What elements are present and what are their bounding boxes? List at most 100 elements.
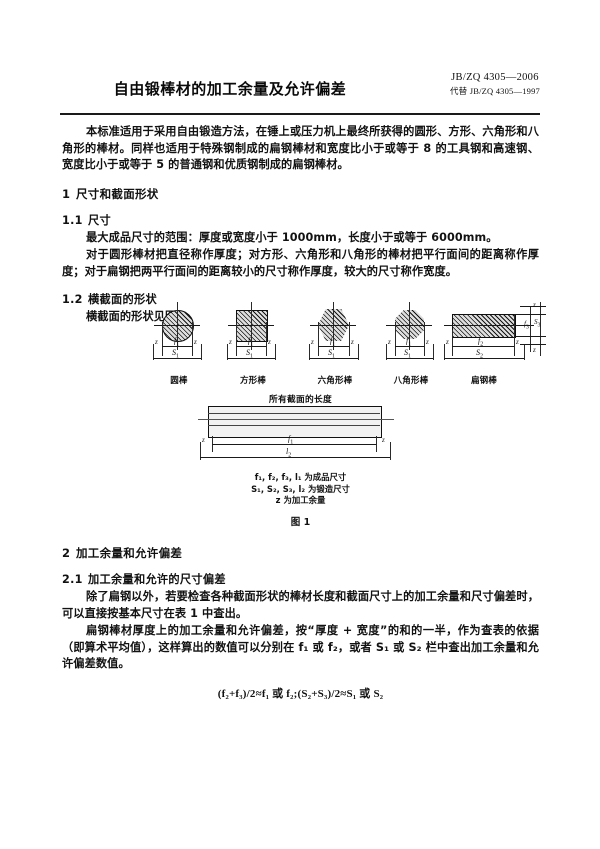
long-bar-ext-far-left: [200, 442, 201, 460]
square-bar-centerline-v: [251, 302, 252, 350]
section-1-1-title: 尺寸: [88, 213, 111, 227]
flat-bar-label-f3: f3: [524, 320, 529, 331]
hexagon-bar-centerline-v: [333, 302, 334, 350]
flat-bar-vdim-s3: [540, 302, 541, 356]
section-1-1-paragraph-2: 对于圆形棒材把直径称作厚度；对方形、六角形和八角形的棒材把平行面间的距离称作厚度…: [62, 248, 539, 278]
flat-bar-label-z-left: z: [446, 338, 449, 346]
hexagon-bar-ext-right: [349, 322, 350, 356]
hexagon-bar-centerline-h: [310, 325, 356, 326]
octagon-bar-caption: 八角形棒: [393, 376, 429, 386]
round-bar-ext-left: [162, 322, 163, 356]
document-body: 本标准适用于采用自由锻造方法，在锤上或压力机上最终所获得的圆形、方形、六角形和八…: [62, 124, 539, 326]
octagon-bar-centerline-v: [409, 302, 410, 350]
cross-section-shapes-row: f1 S1 z z 圆棒 f1: [142, 300, 546, 386]
figure-1: f1 S1 z z 圆棒 f1: [62, 300, 546, 536]
octagon-bar-label-s: S1: [404, 348, 411, 360]
flat-bar-tick-top: [514, 314, 546, 315]
flat-bar-tick-top-outer: [520, 306, 546, 307]
round-bar-caption: 圆棒: [170, 376, 188, 386]
flat-bar-icon: [452, 314, 516, 338]
round-bar-icon: [162, 310, 194, 342]
shape-octagon-bar: f1 S1 z z 八角形棒: [374, 300, 448, 392]
section-1-2-title: 横截面的形状: [88, 292, 157, 306]
section-1-number: 1: [62, 186, 71, 201]
flat-bar-ext-far-left: [444, 344, 445, 360]
formula-line: (f₂+f₃)/2≈f₁ 或 f₂;(S₂+S₃)/2≈S₁ 或 S₂: [217, 687, 384, 700]
header-rule: [60, 113, 540, 115]
round-bar-ext-far-left: [153, 344, 154, 360]
hexagon-bar-dim-s: [309, 358, 358, 359]
hexagon-bar-label-f: f1: [330, 336, 336, 348]
square-bar-ext-right: [266, 322, 267, 356]
round-bar-dim-s: [153, 358, 201, 359]
square-bar-dim-f: [236, 346, 266, 347]
hexagon-bar-ext-far-left: [309, 344, 310, 360]
flat-bar-centerline-h: [444, 325, 534, 326]
standard-replaces: 代替 JB/ZQ 4305—1997: [449, 86, 540, 97]
square-bar-dim-s: [227, 358, 275, 359]
flat-bar-dim-s2: [444, 358, 524, 359]
square-bar-ext-far-left: [227, 344, 228, 360]
flat-bar-vdim-f3: [530, 306, 531, 352]
flat-bar-label-z-top: z: [533, 301, 536, 309]
long-bar-inner-line-2: [208, 425, 380, 426]
square-bar-ext-far-right: [275, 344, 276, 360]
legend-line-3: z 为加工余量: [275, 495, 326, 505]
shape-square-bar: f1 S1 z z 方形棒: [216, 300, 290, 392]
octagon-bar-label-z-left: z: [388, 338, 391, 346]
long-bar-dim-l1: [212, 444, 376, 445]
flat-bar-tick-bottom: [514, 336, 546, 337]
octagon-bar-ext-far-left: [386, 344, 387, 360]
square-bar-label-z-right: z: [268, 338, 271, 346]
octagon-bar-dim-f: [395, 346, 424, 347]
round-bar-label-z-right: z: [194, 338, 197, 346]
square-bar-caption: 方形棒: [239, 376, 267, 386]
round-bar-label-z-left: z: [155, 338, 158, 346]
long-bar-body: [208, 406, 382, 438]
shape-flat-bar: f2 S2 z z f3: [442, 300, 552, 392]
square-bar-centerline-h: [228, 325, 274, 326]
long-bar-centerline: [198, 419, 394, 420]
legend-line-1: f₁, f₂, f₃, l₁ 为成品尺寸: [254, 472, 347, 482]
round-bar-label-s: S1: [172, 348, 179, 360]
long-bar-dim-l2: [200, 457, 390, 458]
section-2-title: 加工余量和允许偏差: [76, 546, 183, 560]
shape-hexagon-bar: f1 S1 z z 六角形棒: [298, 300, 372, 392]
flat-bar-label-f2: f2: [478, 336, 484, 348]
octagon-bar-ext-right: [424, 322, 425, 356]
standard-code: JB/ZQ 4305—2006: [451, 72, 539, 83]
octagon-bar-label-z-right: z: [426, 338, 429, 346]
section-1-2-number: 1.2: [62, 292, 83, 306]
hexagon-bar-label-z-left: z: [311, 338, 314, 346]
shape-round-bar: f1 S1 z z 圆棒: [142, 300, 216, 392]
long-bar-label-z-right: z: [382, 436, 385, 444]
flat-bar-label-s2: S2: [476, 348, 483, 360]
long-bar-ext-far-right: [390, 442, 391, 460]
page-title: 自由锻棒材的加工余量及允许偏差: [113, 80, 347, 98]
flat-bar-dim-f2: [452, 346, 514, 347]
round-bar-centerline-v: [177, 302, 178, 350]
hexagon-bar-ext-left: [318, 322, 319, 356]
flat-bar-caption: 扁钢棒: [470, 376, 498, 386]
square-bar-icon: [236, 310, 268, 342]
octagon-bar-centerline-h: [386, 325, 432, 326]
long-bar-ext-right: [376, 436, 377, 452]
section-2-1-number: 2.1: [62, 573, 83, 586]
intro-paragraph: 本标准适用于采用自由锻造方法，在锤上或压力机上最终所获得的圆形、方形、六角形和八…: [62, 125, 539, 172]
flat-bar-label-z-bottom: z: [533, 346, 536, 354]
flat-bar-ext-right: [514, 314, 515, 356]
square-bar-label-f: f1: [248, 336, 254, 348]
hexagon-bar-ext-far-right: [358, 344, 359, 360]
legend-line-2: S₁, S₂, S₃, l₂ 为锻造尺寸: [251, 483, 350, 494]
long-bar-label-l2: l2: [286, 447, 292, 459]
flat-bar-tick-bottom-outer: [520, 344, 546, 345]
section-2-1-paragraph-2: 扁钢棒材厚度上的加工余量和允许偏差，按“厚度 + 宽度”的和的一半，作为查表的依…: [62, 624, 539, 671]
hexagon-bar-caption: 六角形棒: [317, 376, 353, 386]
octagon-bar-label-f: f1: [406, 336, 412, 348]
round-bar-dim-f: [162, 346, 192, 347]
